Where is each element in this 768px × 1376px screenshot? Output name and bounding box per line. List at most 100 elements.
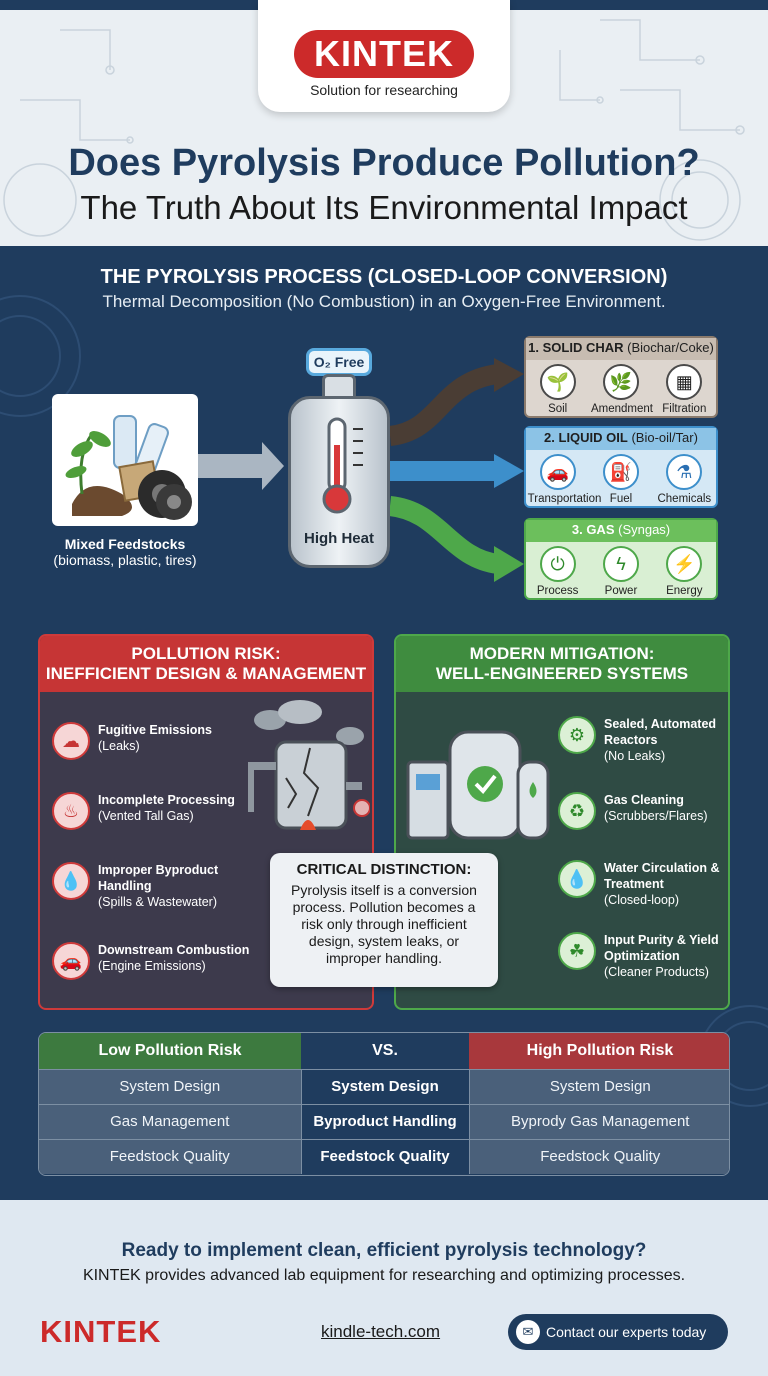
risk-header: POLLUTION RISK: INEFFICIENT DESIGN & MAN… [40,636,372,692]
risk-item-title: Downstream Combustion [98,943,250,957]
product-title: 3. GAS [571,522,615,537]
car-exhaust-icon: 🚗 [52,942,90,980]
contact-button-label: Contact our experts today [546,1324,707,1340]
leak-icon: ☁ [52,722,90,760]
table-header-row: Low Pollution Risk VS. High Pollution Ri… [39,1033,729,1069]
table-row: Gas Management Byproduct Handling Byprod… [39,1103,729,1139]
product-use-label: Filtration [662,403,707,415]
risk-item: ♨ Incomplete Processing (Vented Tall Gas) [52,792,272,830]
sealed-reactor-icon: ⚙ [558,716,596,754]
risk-item-sub: (Leaks) [98,739,140,753]
table-row: Feedstock Quality Feedstock Quality Feed… [39,1138,729,1174]
scrubber-icon: ♻ [558,792,596,830]
sprout-icon: 🌿 [602,364,639,400]
mitigation-item-title: Water Circulation & Treatment [604,861,720,891]
mitigation-item: 💧 Water Circulation & Treatment (Closed-l… [558,860,728,908]
optimization-icon: ☘ [558,932,596,970]
logo-card: KINTEK Solution for researching [258,0,510,112]
table-cell: Byproduct Handling [300,1103,470,1139]
mitigation-item-sub: (No Leaks) [604,749,666,763]
mail-icon: ✉ [516,1320,540,1344]
feedstock-image [52,394,198,526]
risk-item: 💧 Improper Byproduct Handling (Spills & W… [52,862,272,910]
thermometer-icon [322,417,363,514]
critical-body: Pyrolysis itself is a conversion process… [291,882,477,966]
product-solid-char: 1. SOLID CHAR (Biochar/Coke) 🌱 Soil 🌿 Amen… [524,336,718,418]
page-subtitle: The Truth About Its Environmental Impact [80,189,688,226]
logo-tagline: Solution for researching [310,82,458,98]
kintek-logo[interactable]: KINTEK [294,30,474,78]
footer-headline: Ready to implement clean, efficient pyro… [121,1240,647,1261]
product-use-label: Process [536,585,579,597]
mitigation-item-sub: (Scrubbers/Flares) [604,809,708,823]
table-cell: System Design [39,1068,301,1104]
risk-item-sub: (Spills & Wastewater) [98,895,218,909]
mitigation-item-sub: (Cleaner Products) [604,965,709,979]
bolt-icon: ⚡ [666,546,703,582]
process-title: THE PYROLYSIS PROCESS (CLOSED-LOOP CONVE… [100,266,668,288]
risk-item-title: Improper Byproduct Handling [98,863,219,893]
comparison-table: Low Pollution Risk VS. High Pollution Ri… [38,1032,730,1176]
mitigation-title-line2: WELL-ENGINEERED SYSTEMS [435,664,689,683]
contact-experts-button[interactable]: ✉ Contact our experts today [508,1314,728,1350]
mitigation-item-title: Input Purity & Yield Optimization [604,933,719,963]
mitigation-item: ⚙ Sealed, Automated Reactors (No Leaks) [558,716,728,764]
product-liquid-oil: 2. LIQUID OIL (Bio-oil/Tar) 🚗Transportat… [524,426,718,508]
critical-title: CRITICAL DISTINCTION: [296,861,472,878]
mitigation-item: ☘ Input Purity & Yield Optimization (Clea… [558,932,728,980]
circuit-decoration [3,19,745,241]
spill-icon: 💧 [52,862,90,900]
feedstock-title: Mixed Feedstocks [64,536,186,552]
risk-title-line1: POLLUTION RISK: [131,644,281,663]
reactor-neck [322,374,356,398]
product-sub: (Syngas) [618,522,671,537]
main-section: THE PYROLYSIS PROCESS (CLOSED-LOOP CONVE… [0,246,768,1200]
o2-free-badge: O₂ Free [306,348,372,376]
product-use-label: Power [604,585,638,597]
flask-icon: ⚗ [666,454,703,490]
filter-icon: ▦ [666,364,703,400]
mitigation-item-title: Gas Cleaning [604,793,684,807]
product-title: 2. LIQUID OIL [544,430,628,445]
website-link[interactable]: kindle-tech.com [321,1322,441,1341]
footer-body: KINTEK provides advanced lab equipment f… [82,1267,686,1284]
risk-item-title: Incomplete Processing [98,793,235,807]
product-use-label: Amendment [590,403,653,415]
table-cell: Gas Management [39,1103,301,1139]
header: KINTEK Solution for researching Does Pyr… [0,0,768,246]
footer-logo[interactable]: KINTEK [40,1314,162,1349]
table-cell: Feedstock Quality [39,1138,301,1174]
product-use-label: Soil [548,403,568,415]
vent-icon: ♨ [52,792,90,830]
product-use-label: Energy [666,585,703,597]
water-drop-icon: 💧 [558,860,596,898]
risk-item: 🚗 Downstream Combustion (Engine Emissions… [52,942,272,980]
mitigation-item-title: Sealed, Automated Reactors [604,717,717,747]
table-cell: System Design [469,1068,729,1104]
table-cell: Feedstock Quality [300,1138,470,1174]
process-subtitle: Thermal Decomposition (No Combustion) in… [102,292,666,311]
product-title: 1. SOLID CHAR [528,340,624,355]
product-sub: (Biochar/Coke) [627,340,714,355]
product-use-label: Chemicals [657,493,712,505]
vs-header: VS. [301,1033,469,1069]
flow-arrows [198,358,524,582]
mitigation-title-line1: MODERN MITIGATION: [469,644,655,663]
low-risk-header: Low Pollution Risk [39,1033,301,1069]
mitigation-item-sub: (Closed-loop) [604,893,680,907]
mitigation-header: MODERN MITIGATION: WELL-ENGINEERED SYSTE… [396,636,728,692]
risk-item-title: Fugitive Emissions [98,723,212,737]
risk-title-line2: INEFFICIENT DESIGN & MANAGEMENT [45,664,367,683]
risk-item-sub: (Engine Emissions) [98,959,206,973]
table-row: System Design System Design System Desig… [39,1068,729,1104]
product-use-label: Transportation [527,493,602,505]
risk-item-sub: (Vented Tall Gas) [98,809,194,823]
table-cell: Feedstock Quality [469,1138,729,1174]
risk-item: ☁ Fugitive Emissions (Leaks) [52,722,272,760]
reactor-vessel [288,396,390,568]
fuel-can-icon: ⛽ [602,454,639,490]
soil-icon: 🌱 [539,364,576,400]
leaking-reactor-icon [248,700,370,830]
high-risk-header: High Pollution Risk [469,1033,729,1069]
engineered-system-icon [406,730,550,840]
